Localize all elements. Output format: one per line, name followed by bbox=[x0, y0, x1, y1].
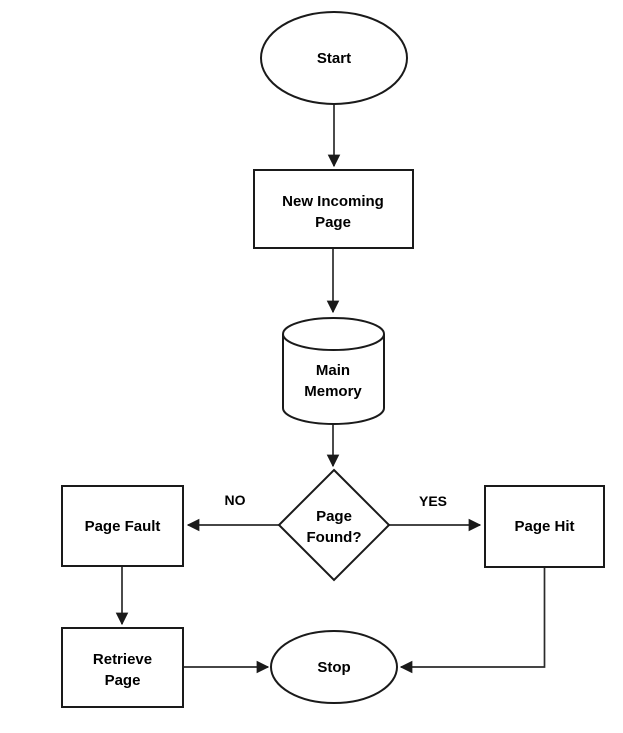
node-retrieve-page: Retrieve Page bbox=[61, 627, 184, 708]
retrieve-page-process-shape bbox=[61, 627, 184, 708]
main-memory-cylinder-top bbox=[282, 317, 385, 351]
new-incoming-page-label-line1: New Incoming bbox=[282, 193, 384, 210]
node-new-incoming-page: New Incoming Page bbox=[253, 169, 414, 249]
main-memory-cylinder-body bbox=[282, 334, 385, 425]
stop-terminator-shape bbox=[270, 630, 398, 704]
page-fault-label: Page Fault bbox=[85, 518, 161, 535]
stop-label: Stop bbox=[317, 659, 350, 676]
page-fault-process-shape bbox=[61, 485, 184, 567]
page-found-label-line2: Found? bbox=[307, 529, 362, 546]
node-page-fault: Page Fault bbox=[61, 485, 184, 567]
edges: NO YES bbox=[122, 104, 546, 667]
main-memory-label-line1: Main bbox=[316, 362, 350, 379]
new-incoming-page-label-line2: Page bbox=[315, 214, 351, 231]
node-stop: Stop bbox=[270, 630, 398, 704]
node-page-found: Page Found? bbox=[277, 468, 391, 582]
main-memory-label-line2: Memory bbox=[304, 383, 362, 400]
node-page-hit: Page Hit bbox=[484, 485, 605, 568]
node-start: Start bbox=[260, 11, 408, 105]
retrieve-page-label-line2: Page bbox=[105, 672, 141, 689]
edge-page-hit-to-stop bbox=[401, 567, 546, 667]
start-terminator-shape bbox=[260, 11, 408, 105]
edge-label-yes: YES bbox=[419, 493, 447, 509]
node-main-memory: Main Memory bbox=[282, 317, 385, 425]
new-incoming-page-process-shape bbox=[253, 169, 414, 249]
start-label: Start bbox=[317, 50, 351, 67]
page-hit-process-shape bbox=[484, 485, 605, 568]
page-found-decision-shape bbox=[277, 468, 391, 582]
edge-label-no: NO bbox=[225, 492, 246, 508]
page-found-label-line1: Page bbox=[316, 508, 352, 525]
retrieve-page-label-line1: Retrieve bbox=[93, 651, 152, 668]
page-hit-label: Page Hit bbox=[514, 518, 574, 535]
